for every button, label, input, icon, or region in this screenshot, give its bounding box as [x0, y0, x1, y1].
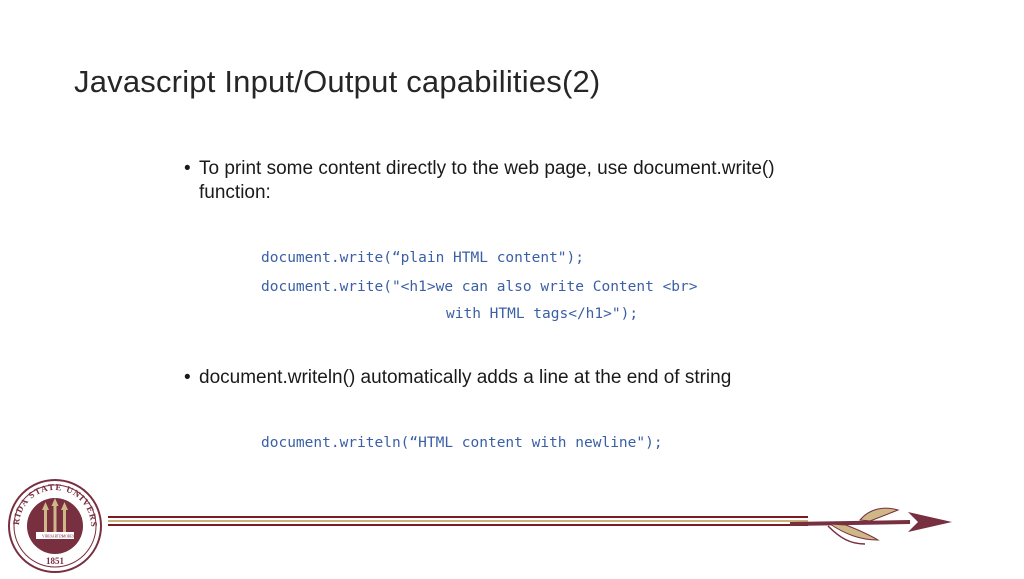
footer-rule-gold [108, 520, 808, 522]
footer-rule-bottom [108, 524, 808, 526]
bullet-document-writeln: • document.writeln() automatically adds … [184, 366, 879, 390]
bullet-document-write: • To print some content directly to the … [184, 157, 879, 205]
code-line-3: with HTML tags</h1>"); [446, 306, 639, 322]
slide-title: Javascript Input/Output capabilities(2) [74, 64, 601, 99]
bullet-line-2: function: [199, 182, 271, 203]
bullet-dot: • [184, 367, 191, 388]
code-line-1: document.write(“plain HTML content"); [261, 250, 585, 266]
spear-icon [790, 500, 955, 550]
bullet-line-1: To print some content directly to the we… [199, 158, 775, 179]
svg-text:VIRES: VIRES [42, 535, 52, 539]
svg-text:MORES: MORES [62, 535, 74, 539]
svg-text:1851: 1851 [46, 556, 65, 566]
footer-rule-top [108, 516, 808, 518]
bullet-dot: • [184, 158, 191, 179]
code-line-2: document.write("<h1>we can also write Co… [261, 279, 698, 295]
bullet-text: document.writeln() automatically adds a … [199, 367, 732, 388]
code-line-4: document.writeln(“HTML content with newl… [261, 435, 663, 451]
svg-text:ARTES: ARTES [52, 535, 63, 539]
fsu-seal: FLORIDA STATE UNIVERSITY VIRES ARTES MOR… [2, 470, 104, 579]
